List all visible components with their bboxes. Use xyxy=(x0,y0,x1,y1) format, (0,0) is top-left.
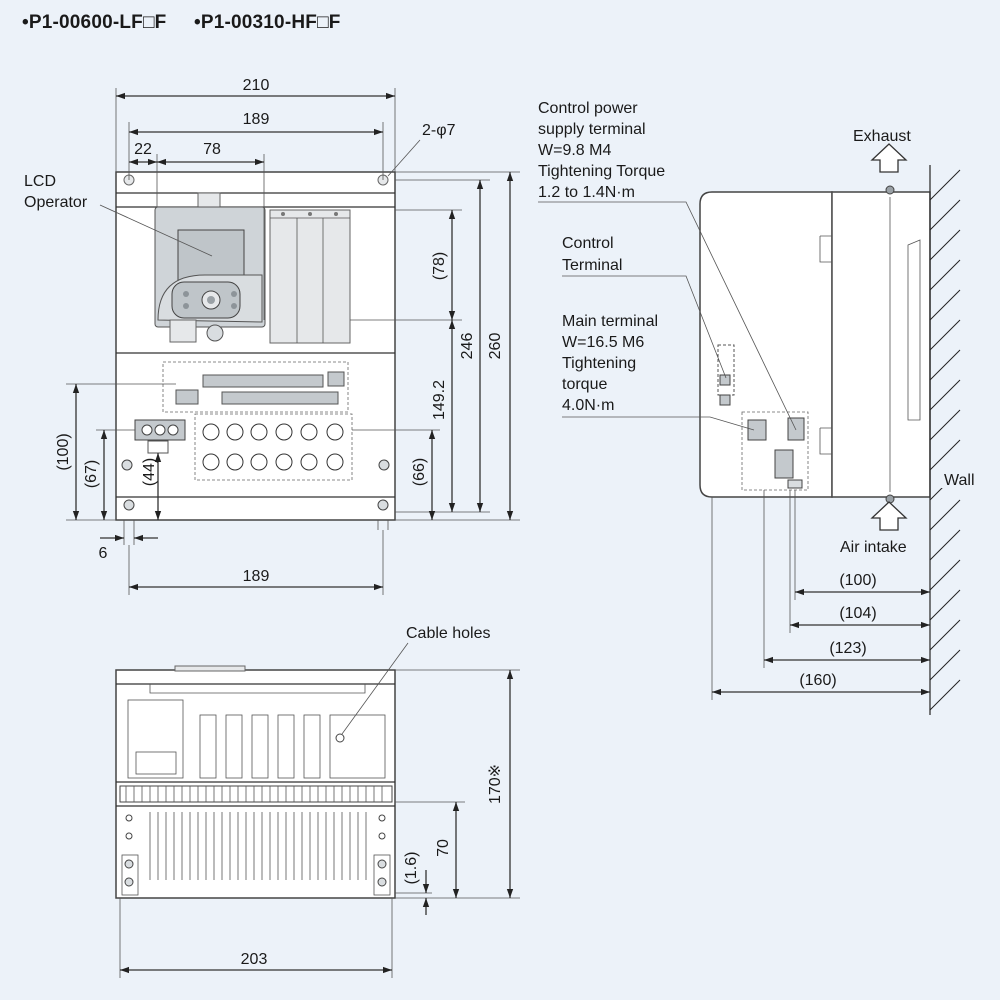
dim-offset-78: 78 xyxy=(203,141,221,158)
option-slots xyxy=(269,209,351,344)
side-view: Exhaust Air intake Wall Control power su… xyxy=(538,100,986,715)
control-terminal-strip xyxy=(175,371,345,405)
mt-label-line5: 4.0N·m xyxy=(562,397,614,414)
bottom-view: Cable holes 170※ 70 (1.6) 203 xyxy=(115,625,520,978)
dim-height-44: (44) xyxy=(141,458,158,486)
dim-height-100: (100) xyxy=(55,433,72,470)
cp-label-line2: supply terminal xyxy=(538,121,646,138)
lcd-screen xyxy=(177,229,245,283)
exhaust-arrow-icon xyxy=(870,143,908,173)
side-heatsink xyxy=(831,191,931,498)
dim-depth-104: (104) xyxy=(839,605,876,622)
dim-height-1-6: (1.6) xyxy=(403,852,420,885)
dim-height-78: (78) xyxy=(431,252,448,280)
dim-height-70: 70 xyxy=(435,839,452,857)
lcd-label-line2: Operator xyxy=(24,194,88,211)
air-intake-arrow-icon xyxy=(870,501,908,531)
dim-depth-123: (123) xyxy=(829,640,866,657)
dim-width-mount: 189 xyxy=(243,111,270,128)
dim-height-149-2: 149.2 xyxy=(431,380,448,420)
dim-height-66: (66) xyxy=(411,458,428,486)
mt-label-line4: torque xyxy=(562,376,607,393)
dim-height-170: 170※ xyxy=(487,764,504,804)
model-a-title: •P1-00600-LF□F xyxy=(22,12,167,33)
cp-label-line4: Tightening Torque xyxy=(538,163,665,180)
ct-label-line1: Control xyxy=(562,235,614,252)
exhaust-label: Exhaust xyxy=(853,128,911,145)
mt-label-line1: Main terminal xyxy=(562,313,658,330)
dim-depth-100: (100) xyxy=(839,572,876,589)
dim-depth-160: (160) xyxy=(799,672,836,689)
dim-holes: 2-φ7 xyxy=(422,122,456,139)
mt-label-line3: Tightening xyxy=(562,355,636,372)
front-view: 210 189 22 78 2-φ7 260 246 (78) 149.2 (6… xyxy=(24,77,520,595)
cable-holes-label: Cable holes xyxy=(406,625,491,642)
bottom-body xyxy=(115,669,396,899)
page-title: •P1-00600-LF□F •P1-00310-HF□F xyxy=(22,12,363,34)
cp-label-line5: 1.2 to 1.4N·m xyxy=(538,184,635,201)
heatsink-fins xyxy=(116,785,395,896)
main-terminal-block xyxy=(194,413,353,481)
dim-width-bottom-189: 189 xyxy=(243,568,270,585)
cable-hole-icon xyxy=(335,733,345,743)
air-intake-label: Air intake xyxy=(840,539,907,556)
dim-height-246: 246 xyxy=(459,333,476,360)
dim-height-260: 260 xyxy=(487,333,504,360)
wall-label: Wall xyxy=(944,472,975,489)
lcd-label-line1: LCD xyxy=(24,173,56,190)
ct-label-line2: Terminal xyxy=(562,257,622,274)
dim-height-67: (67) xyxy=(83,460,100,488)
main-terminal-side xyxy=(747,419,767,441)
dim-width-203: 203 xyxy=(241,951,268,968)
dim-offset-22: 22 xyxy=(134,141,152,158)
dim-width-total: 210 xyxy=(243,77,270,94)
cp-label-line1: Control power xyxy=(538,100,638,117)
model-b-title: •P1-00310-HF□F xyxy=(193,12,341,33)
cp-label-line3: W=9.8 M4 xyxy=(538,142,611,159)
mt-label-line2: W=16.5 M6 xyxy=(562,334,644,351)
dim-width-6: 6 xyxy=(99,545,108,562)
